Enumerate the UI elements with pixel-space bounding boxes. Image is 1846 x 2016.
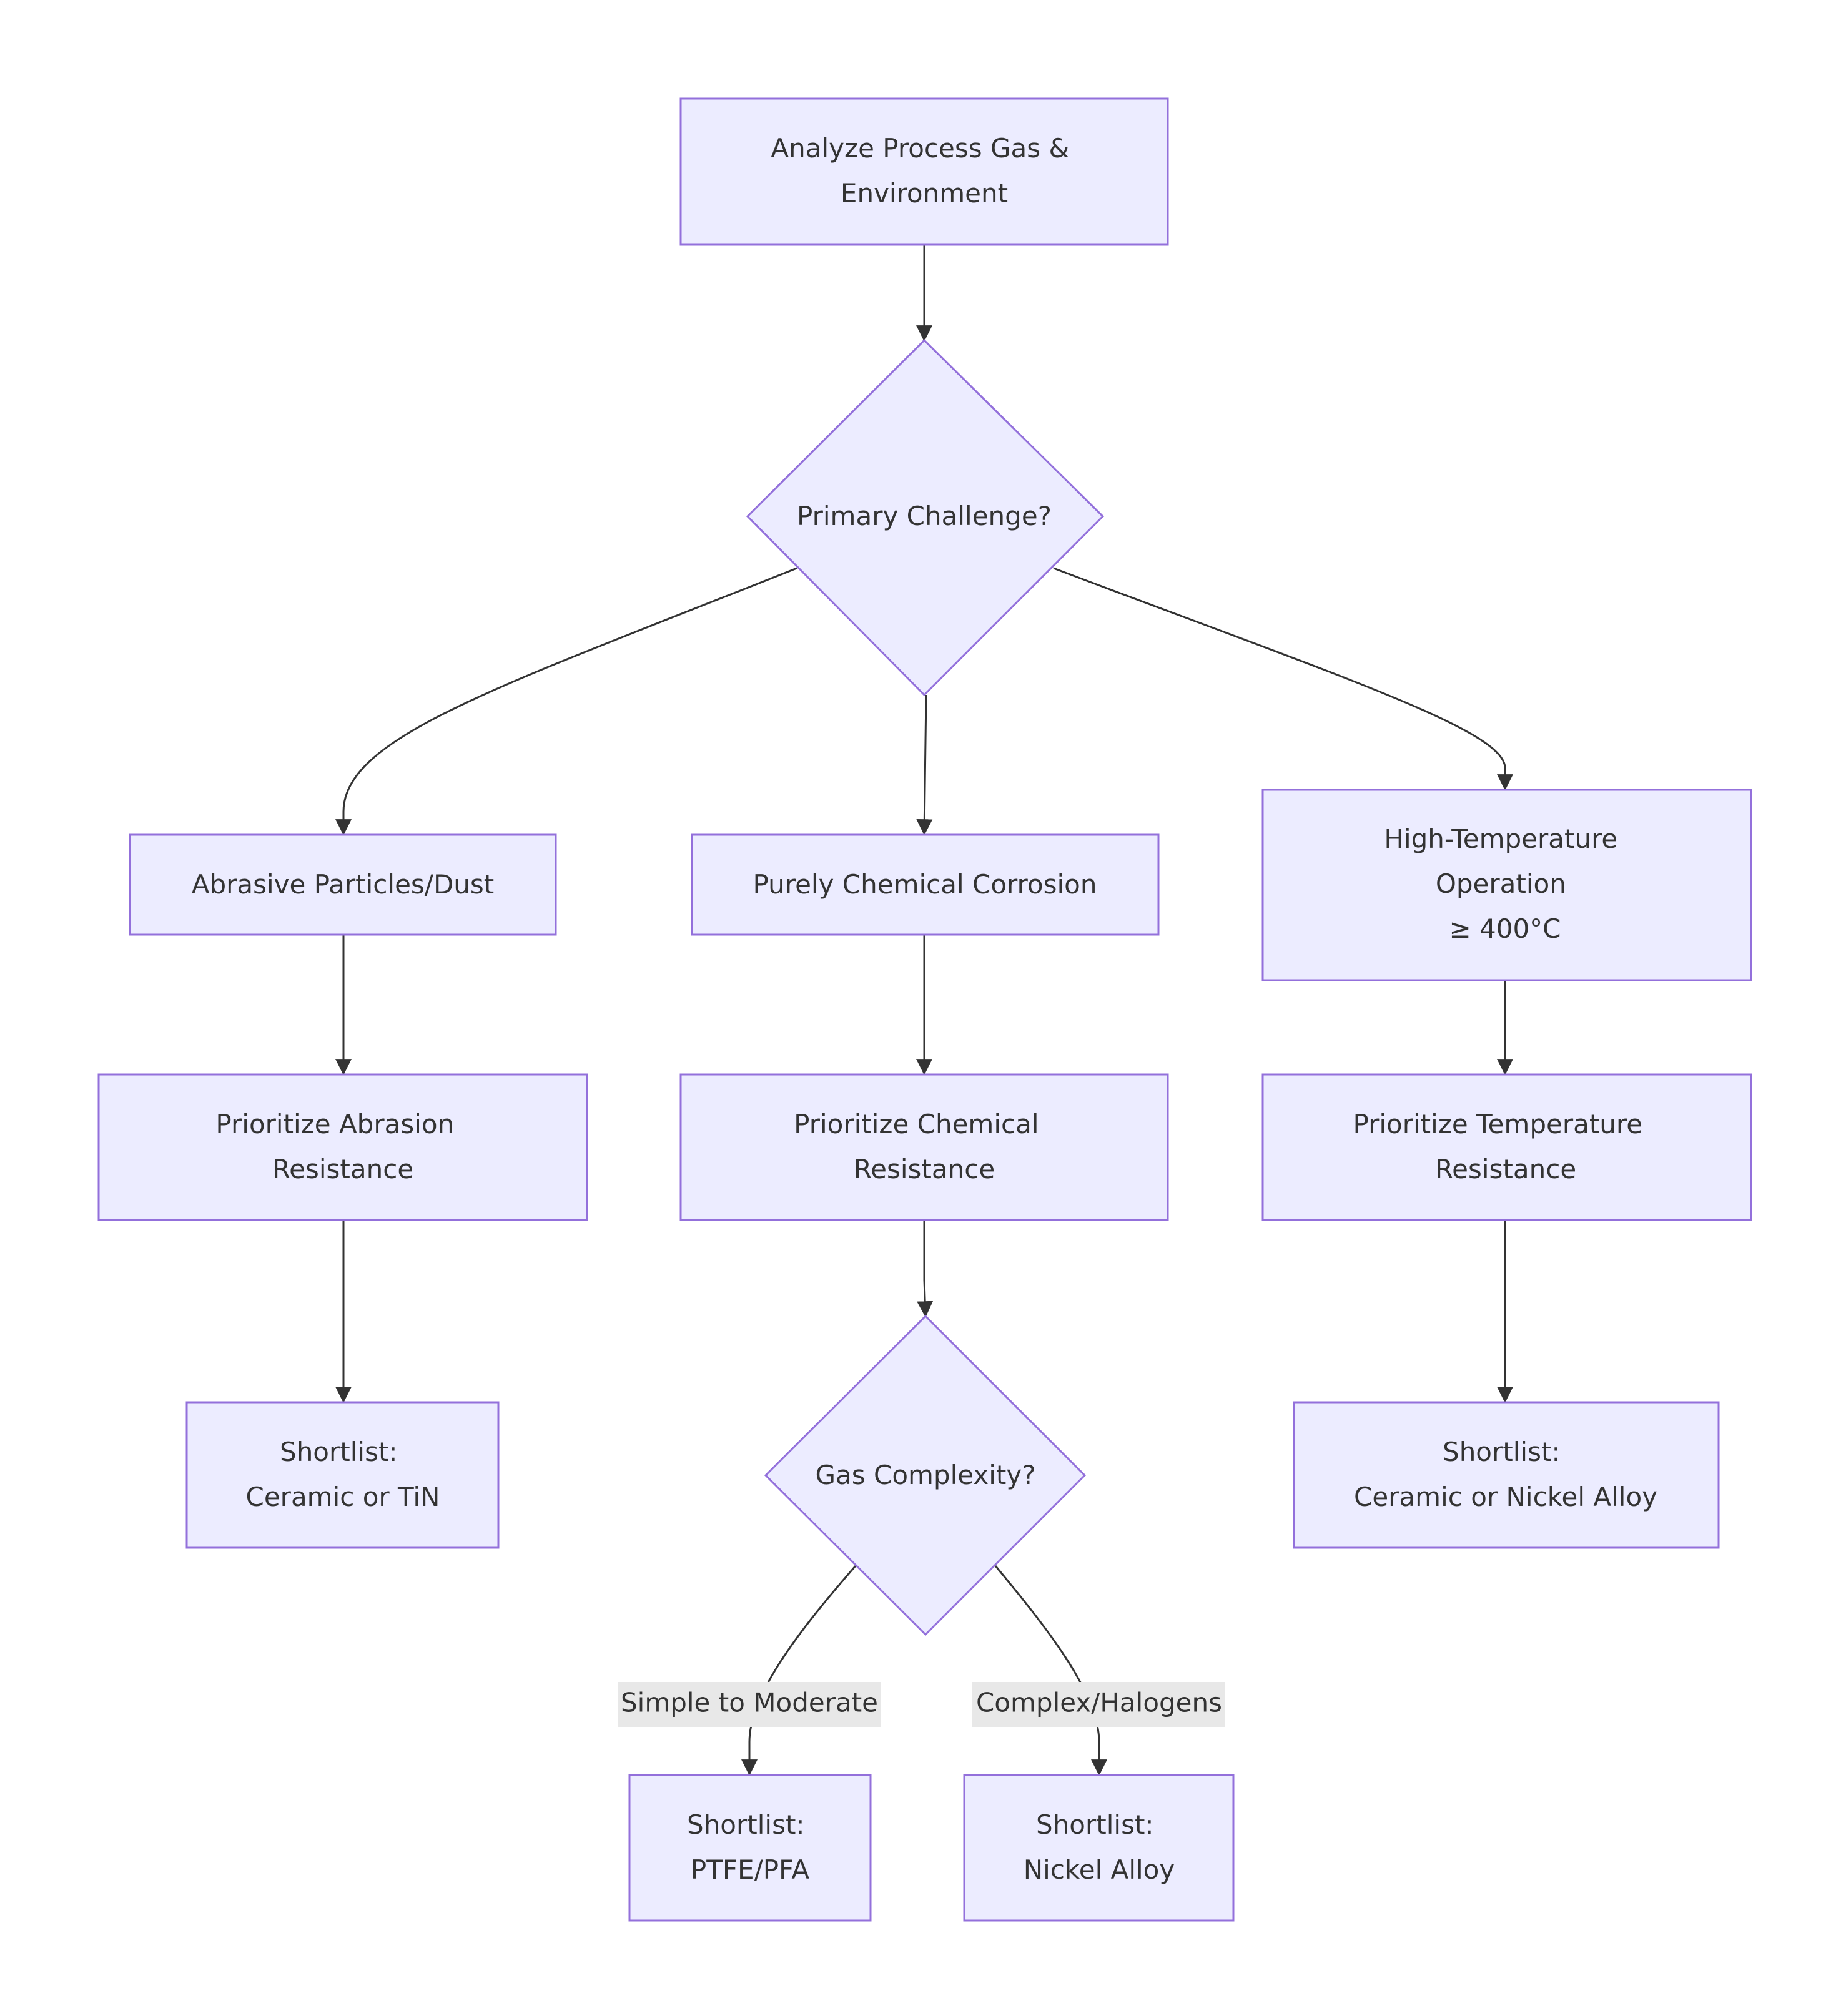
node-prio-abrasion-line-1: Prioritize Abrasion	[215, 1109, 454, 1139]
decision-primary-challenge-text: Primary Challenge?	[797, 501, 1052, 531]
node-abrasive-text: Abrasive Particles/Dust	[192, 869, 495, 900]
edge-gas-to-ptfe	[741, 1565, 857, 1776]
node-abrasive: Abrasive Particles/Dust	[129, 833, 557, 936]
node-shortlist-ptfe: Shortlist: PTFE/PFA	[628, 1774, 872, 1922]
svg-text:Shortlist: Ceramic or Ti: Shortlist: Ceramic or TiN	[246, 1437, 440, 1512]
node-analyze-line-1: Analyze Process Gas &	[771, 133, 1069, 164]
node-shortlist-nickel: Shortlist: Nickel Alloy	[963, 1774, 1235, 1922]
svg-text:Shortlist: PTFE/PFA: Shortlist: PTFE/PFA	[687, 1809, 813, 1885]
node-analyze-line-2: Environment	[841, 178, 1008, 209]
svg-text:Shortlist: Nickel Alloy: Shortlist: Nickel Alloy	[1024, 1809, 1175, 1885]
edge-label-complex: Complex/Halogens	[972, 1682, 1225, 1727]
node-prio-abrasion-line-2: Resistance	[272, 1154, 413, 1184]
edge-label-simple: Simple to Moderate	[618, 1682, 881, 1727]
node-shortlist-nickel-line-2: Nickel Alloy	[1024, 1854, 1175, 1885]
decision-gas-complexity-text: Gas Complexity?	[815, 1460, 1035, 1490]
node-chemical-text: Purely Chemical Corrosion	[753, 869, 1097, 900]
svg-text:Prioritize Chemical Resi: Prioritize Chemical Resistance	[794, 1109, 1047, 1184]
node-analyze: Analyze Process Gas & Environment	[679, 97, 1169, 246]
svg-text:Shortlist: Ceramic or Ni: Shortlist: Ceramic or Nickel Alloy	[1354, 1437, 1657, 1512]
node-hightemp-line-3: ≥ 400°C	[1449, 913, 1561, 944]
node-prio-chemical-line-2: Resistance	[854, 1154, 995, 1184]
node-prio-temp: Prioritize Temperature Resistance	[1261, 1073, 1752, 1221]
node-shortlist-ceramic-tin-line-1: Shortlist:	[280, 1437, 398, 1467]
node-chemical: Purely Chemical Corrosion	[691, 833, 1160, 936]
svg-text:High-Temperature Operati: High-Temperature Operation ≥ 400°C	[1384, 824, 1626, 944]
edge-label-simple-text: Simple to Moderate	[621, 1688, 878, 1718]
edge-primary-to-hightemp	[1053, 567, 1513, 791]
edge-prio-chemical-to-gas	[917, 1220, 934, 1318]
node-shortlist-ptfe-line-2: PTFE/PFA	[691, 1854, 809, 1885]
edge-label-complex-text: Complex/Halogens	[976, 1688, 1222, 1718]
node-prio-chemical: Prioritize Chemical Resistance	[679, 1073, 1169, 1221]
node-hightemp-line-2: Operation	[1436, 868, 1566, 899]
edges	[335, 245, 1513, 1776]
node-shortlist-ptfe-line-1: Shortlist:	[687, 1809, 805, 1840]
node-shortlist-ceramic-nickel-line-1: Shortlist:	[1443, 1437, 1561, 1467]
node-prio-abrasion: Prioritize Abrasion Resistance	[97, 1073, 588, 1221]
edge-primary-to-abrasive	[335, 567, 797, 836]
node-shortlist-ceramic-tin: Shortlist: Ceramic or TiN	[185, 1401, 500, 1549]
node-hightemp-line-1: High-Temperature	[1384, 824, 1617, 854]
node-prio-temp-line-1: Prioritize Temperature	[1353, 1109, 1643, 1139]
decision-gas-complexity: Gas Complexity?	[764, 1314, 1087, 1636]
node-shortlist-ceramic-nickel-line-2: Ceramic or Nickel Alloy	[1354, 1482, 1657, 1512]
svg-text:Analyze Process Gas & En: Analyze Process Gas & Environment	[771, 133, 1077, 209]
decision-primary-challenge: Primary Challenge?	[746, 338, 1105, 697]
edge-primary-to-chemical	[916, 694, 933, 836]
svg-text:Prioritize Abrasion Resi: Prioritize Abrasion Resistance	[215, 1109, 462, 1184]
node-shortlist-nickel-line-1: Shortlist:	[1036, 1809, 1154, 1840]
edge-gas-to-nickel	[994, 1565, 1107, 1776]
svg-text:Prioritize Temperature R: Prioritize Temperature Resistance	[1353, 1109, 1651, 1184]
node-shortlist-ceramic-nickel: Shortlist: Ceramic or Nickel Alloy	[1293, 1401, 1720, 1549]
node-shortlist-ceramic-tin-line-2: Ceramic or TiN	[246, 1482, 440, 1512]
node-prio-chemical-line-1: Prioritize Chemical	[794, 1109, 1039, 1139]
node-hightemp: High-Temperature Operation ≥ 400°C	[1261, 789, 1752, 981]
node-prio-temp-line-2: Resistance	[1435, 1154, 1576, 1184]
